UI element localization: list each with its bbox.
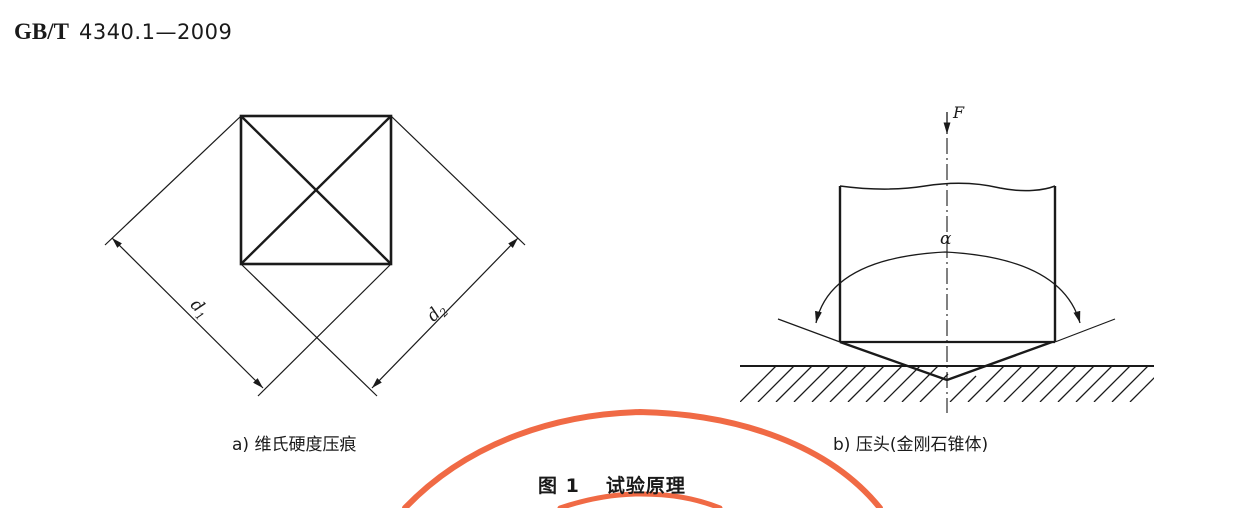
extension-line [257,263,392,397]
svg-text:d1: d1 [185,295,213,323]
caption-figure-b: b) 压头(金刚石锥体) [833,435,989,455]
figure-number: 图 1 [538,475,580,497]
standard-code: GB/T [14,19,69,44]
specimen-hatching [740,366,1154,402]
caption-figure-a: a) 维氏硬度压痕 [232,435,357,455]
svg-text:d2: d2 [423,299,451,327]
angle-reference-line-right [1054,318,1116,343]
dimension-line-d1 [111,237,264,389]
indentation-square [239,114,393,266]
indenter-diagram [740,112,1154,413]
standard-number: 4340.1—2009 [78,20,233,44]
angle-label: α [940,229,952,249]
indenter-break-line [839,182,1056,192]
standard-header: GB/T 4340.1—2009 [14,18,232,47]
dimension-label-d2: d2 [423,299,451,327]
vickers-indentation-diagram [104,114,526,397]
figure-title: 图 1 试验原理 [538,471,686,498]
force-label: F [952,103,965,122]
figure-title-text: 试验原理 [605,475,686,497]
extension-line [240,263,378,397]
red-stamp-seal [402,408,883,508]
extension-line [104,115,242,246]
dimension-line-d2 [371,237,519,389]
dimension-label-d1: d1 [185,295,213,323]
indenter-tip [839,340,1053,382]
stamp-inner-ring [557,491,723,508]
diagonal-d2 [240,115,392,265]
extension-line [390,115,526,246]
angle-reference-line-left [777,318,841,343]
stamp-outer-ring [402,408,883,508]
angle-arc [815,251,1081,324]
